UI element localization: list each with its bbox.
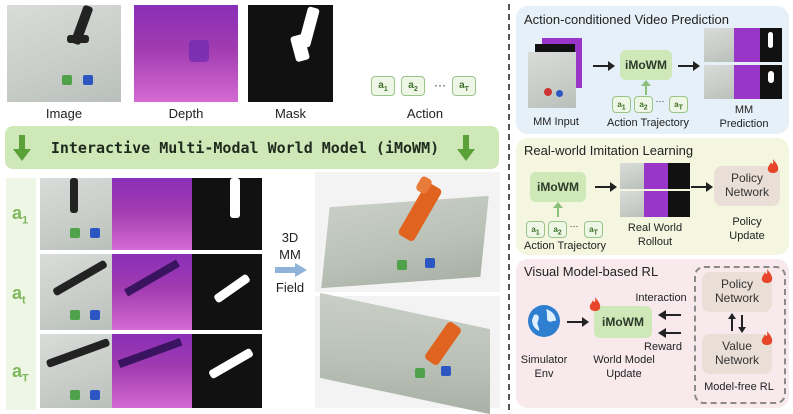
frame-1-depth bbox=[112, 178, 192, 250]
field-label-line1: 3D bbox=[281, 230, 299, 245]
panel1-title: Action-conditioned Video Prediction bbox=[524, 12, 730, 27]
p3-flame-icon bbox=[589, 297, 601, 311]
mm-prediction-label-2: Prediction bbox=[719, 118, 769, 130]
mm-input-label: MM Input bbox=[533, 116, 579, 128]
p2-chip-1: a1 bbox=[526, 221, 545, 238]
p3-reward-arrow-icon bbox=[658, 328, 681, 338]
input-depth bbox=[134, 5, 238, 102]
p2-arrow-2-icon bbox=[691, 182, 713, 192]
p2-chip-T: aT bbox=[584, 221, 603, 238]
frame-T-rgb bbox=[40, 334, 112, 408]
rollout-frames bbox=[620, 163, 690, 217]
p2-imowm-node: iMoWM bbox=[530, 172, 586, 202]
globe-icon bbox=[528, 305, 560, 337]
p2-action-traj-label: Action Trajectory bbox=[524, 240, 606, 252]
input-mask bbox=[248, 5, 333, 102]
p3-updown-arrow-icon bbox=[728, 313, 746, 333]
rollout-label-1: Real World bbox=[627, 222, 683, 234]
frame-1-rgb bbox=[40, 178, 112, 250]
input-image bbox=[7, 5, 121, 102]
p2-flame-icon bbox=[767, 159, 779, 173]
panel3-title: Visual Model-based RL bbox=[524, 264, 659, 279]
label-mask: Mask bbox=[274, 106, 307, 121]
p2-arrow-1-icon bbox=[595, 182, 617, 192]
wm-update-label-1: World Model bbox=[593, 354, 655, 366]
wm-update-label-2: Update bbox=[606, 368, 642, 380]
down-arrow-left-icon bbox=[13, 135, 31, 161]
sim-env-label-1: Simulator bbox=[520, 354, 568, 366]
action-chip-T: aT bbox=[452, 76, 476, 96]
action-ellipsis: ··· bbox=[434, 78, 446, 92]
p1-arrow-up-icon bbox=[641, 80, 651, 95]
row-side-bar bbox=[6, 178, 36, 410]
model-free-label: Model-free RL bbox=[704, 381, 774, 393]
section-divider bbox=[508, 4, 510, 410]
frame-t-rgb bbox=[40, 254, 112, 330]
row-label-1: a1 bbox=[12, 203, 29, 227]
p2-arrow-up-icon bbox=[553, 202, 563, 217]
frame-T-mask bbox=[192, 334, 262, 408]
row-label-t: at bbox=[12, 283, 26, 307]
field-label-line2: MM bbox=[279, 247, 301, 262]
label-depth: Depth bbox=[168, 106, 204, 121]
model-free-box bbox=[694, 266, 786, 404]
p3-interaction-arrow-icon bbox=[658, 310, 681, 320]
p1-chip-2: a2 bbox=[634, 96, 653, 113]
point-cloud-view-2 bbox=[315, 292, 500, 414]
sim-env-label-2: Env bbox=[534, 368, 554, 380]
banner-title: Interactive Multi-Modal World Model (iMo… bbox=[50, 139, 440, 157]
frame-1-mask bbox=[192, 178, 262, 250]
p1-ellipsis: ··· bbox=[655, 96, 665, 106]
p1-chip-T: aT bbox=[669, 96, 688, 113]
p3-imowm-node: iMoWM bbox=[594, 306, 652, 338]
p1-action-traj-label: Action Trajectory bbox=[607, 117, 689, 129]
policy-update-label-2: Update bbox=[729, 230, 765, 242]
p2-chip-2: a2 bbox=[548, 221, 567, 238]
row-label-T: aT bbox=[12, 361, 29, 385]
action-chip-2: a2 bbox=[401, 76, 425, 96]
world-model-banner bbox=[5, 126, 499, 169]
panel2-title: Real-world Imitation Learning bbox=[524, 143, 694, 158]
point-cloud-view-1 bbox=[315, 172, 500, 292]
label-image: Image bbox=[45, 106, 83, 121]
mm-input-stack bbox=[528, 38, 584, 110]
label-action: Action bbox=[406, 106, 444, 121]
reward-label: Reward bbox=[644, 341, 682, 353]
frame-t-mask bbox=[192, 254, 262, 330]
down-arrow-right-icon bbox=[457, 135, 475, 161]
p1-imowm-node: iMoWM bbox=[620, 50, 672, 80]
rollout-label-2: Rollout bbox=[637, 236, 673, 248]
field-arrow-icon bbox=[275, 263, 307, 277]
policy-update-label-1: Policy bbox=[732, 216, 762, 228]
p3-policy-flame-icon bbox=[761, 269, 773, 283]
mm-prediction-frames bbox=[704, 28, 782, 100]
action-chip-1: a1 bbox=[371, 76, 395, 96]
interaction-label: Interaction bbox=[635, 292, 687, 304]
p2-ellipsis: ··· bbox=[569, 221, 579, 231]
frame-T-depth bbox=[112, 334, 192, 408]
field-label-line3: Field bbox=[275, 280, 305, 295]
p3-arrow-1-icon bbox=[567, 317, 589, 327]
p3-value-flame-icon bbox=[761, 331, 773, 345]
mm-prediction-label-1: MM bbox=[734, 104, 754, 116]
p1-chip-1: a1 bbox=[612, 96, 631, 113]
frame-t-depth bbox=[112, 254, 192, 330]
p1-arrow-1-icon bbox=[593, 61, 615, 71]
p1-arrow-2-icon bbox=[678, 61, 700, 71]
